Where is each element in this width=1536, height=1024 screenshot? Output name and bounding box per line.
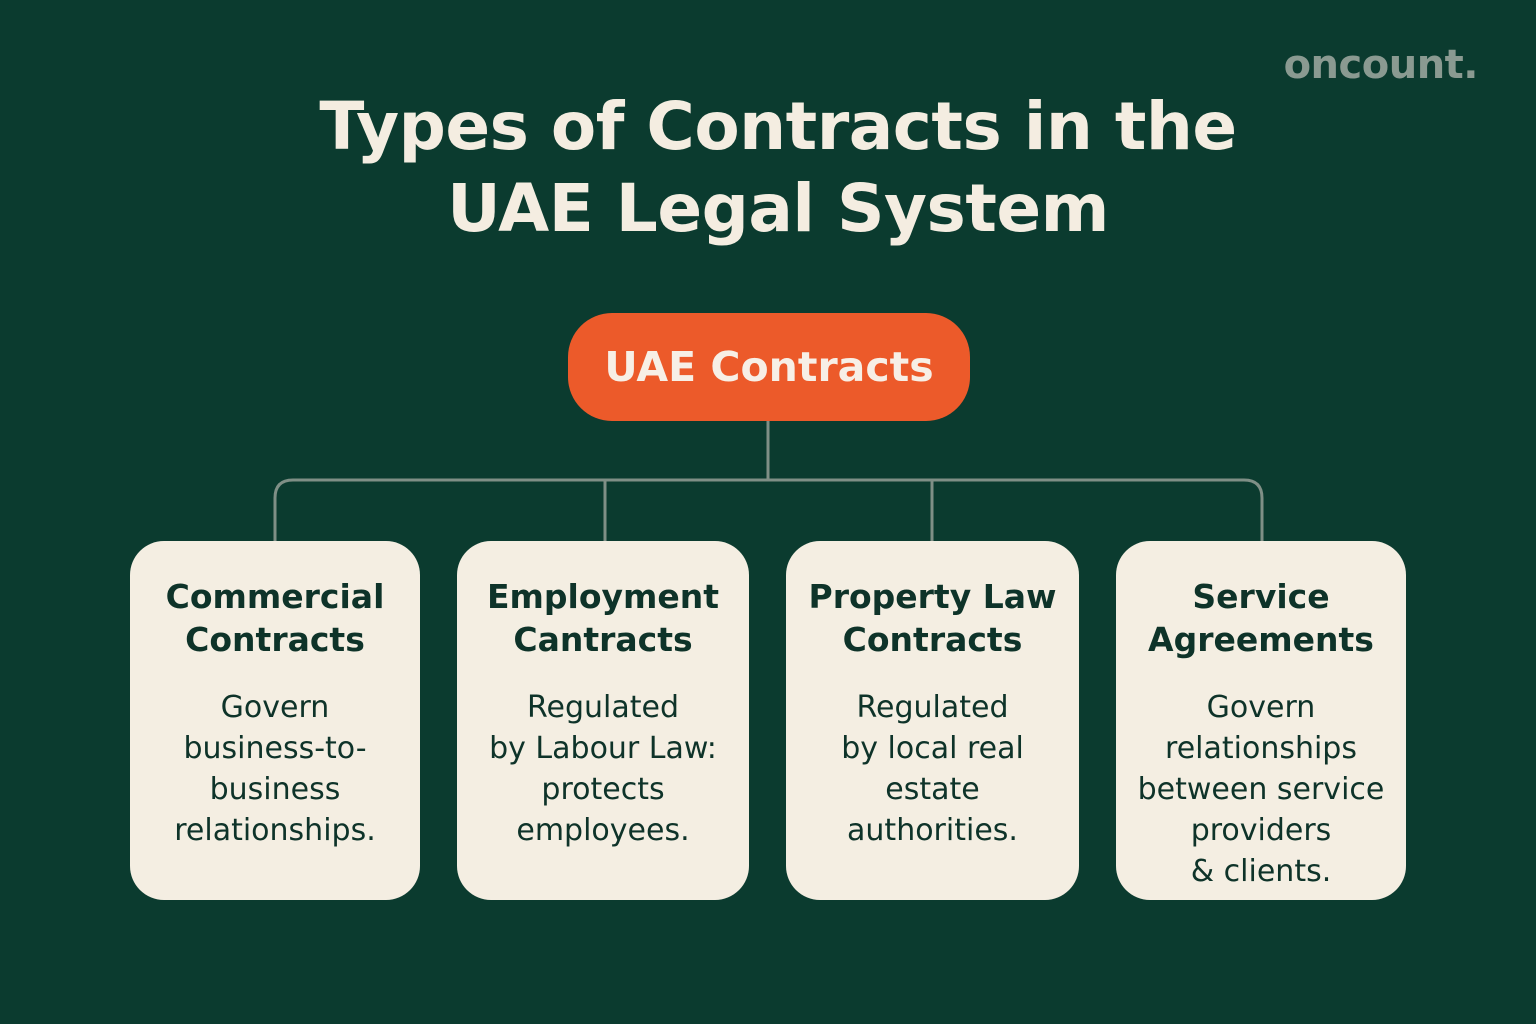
card-title: Employment Cantracts [486,577,720,659]
card-title: Service Agreements [1148,577,1374,659]
card-description: Govern business-to- business relationshi… [174,690,376,848]
card-property-law-contracts: Property Law Contracts Regulated by loca… [786,541,1079,900]
card-service-agreements: Service Agreements Govern relationships … [1116,541,1406,900]
card-description: Regulated by Labour Law: protects employ… [489,690,717,848]
card-title: Property Law Contracts [808,577,1057,659]
card-employment-contracts: Employment Cantracts Regulated by Labour… [457,541,749,900]
card-commercial-contracts: Commercial Contracts Govern business-to-… [130,541,420,900]
card-description: Govern relationships between service pro… [1137,690,1385,889]
page-title: Types of Contracts in the UAE Legal Syst… [0,86,1536,250]
page-title-line-1: Types of Contracts in the [319,88,1237,165]
root-node-uae-contracts: UAE Contracts [568,313,970,421]
connector-horizontal-bar [273,478,1264,541]
brand-logo: oncount. [1283,42,1479,88]
card-description: Regulated by local real estate authoriti… [841,690,1024,848]
card-title: Commercial Contracts [165,577,385,659]
page-title-line-2: UAE Legal System [447,170,1109,247]
